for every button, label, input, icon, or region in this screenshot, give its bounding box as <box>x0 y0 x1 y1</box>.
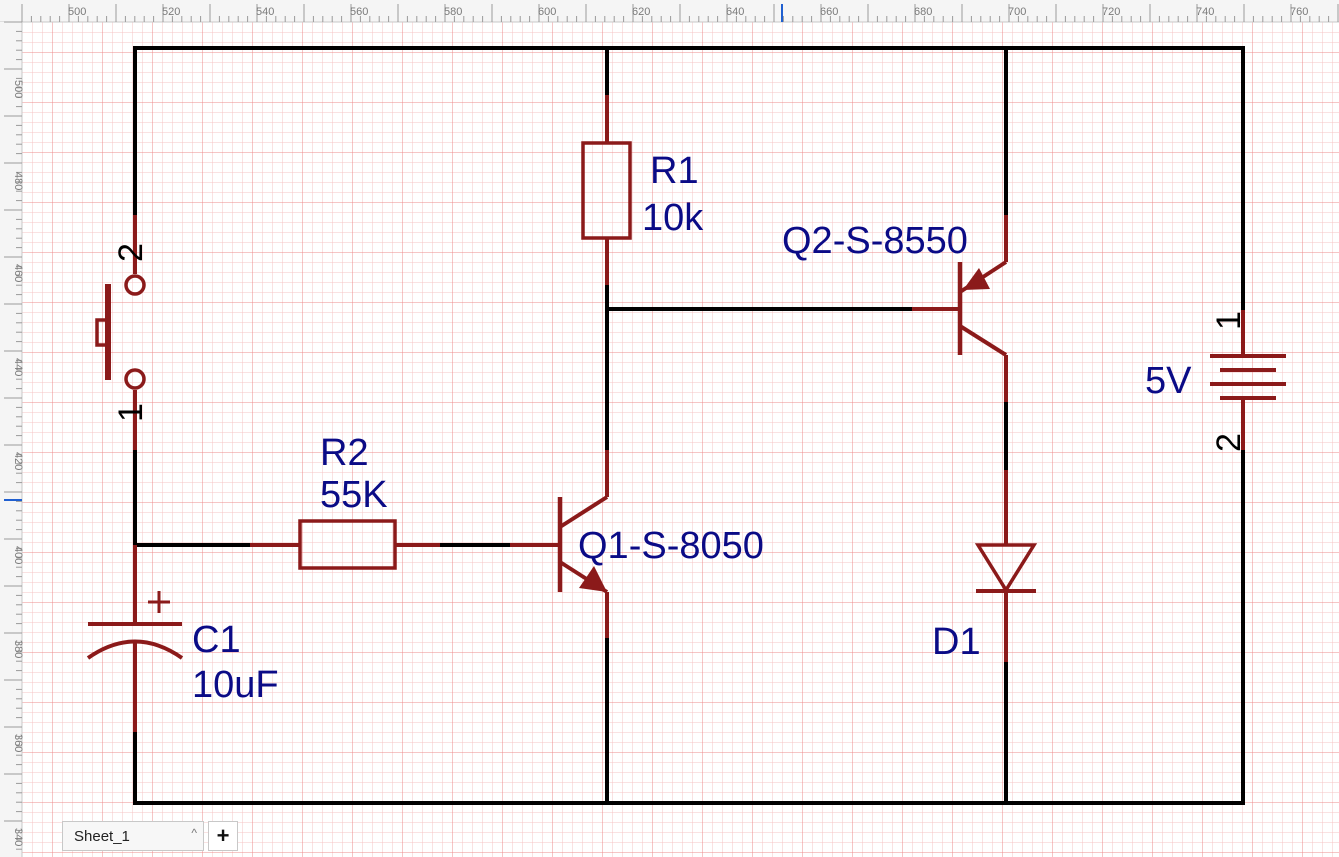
ruler-label: 520 <box>162 6 180 18</box>
ruler-label: 720 <box>1102 6 1120 18</box>
grid-major <box>22 22 1339 857</box>
ruler-label: 380 <box>12 640 24 658</box>
battery-value-label: 5V <box>1145 360 1192 402</box>
ruler-label: 600 <box>538 6 556 18</box>
sheet-tab-bar: Sheet_1 ^ + <box>62 821 238 853</box>
q2-ref-label: Q2-S-8550 <box>782 220 968 262</box>
transistor-q1[interactable] <box>510 450 609 638</box>
resistor-r2[interactable] <box>250 519 440 570</box>
chevron-up-icon[interactable]: ^ <box>191 826 197 840</box>
ruler-label: 480 <box>12 172 24 190</box>
ruler-label: 680 <box>914 6 932 18</box>
ruler-label: 740 <box>1196 6 1214 18</box>
top-ruler: 500 520 540 560 580 600 620 640 660 680 … <box>0 0 1339 23</box>
sheet-tab-active[interactable]: Sheet_1 ^ <box>62 821 204 851</box>
transistor-q2[interactable] <box>912 215 1008 402</box>
battery-pin-1-label: 1 <box>1210 311 1248 330</box>
c1-ref-label: C1 <box>192 619 241 661</box>
ruler-label: 360 <box>12 734 24 752</box>
ruler-label: 700 <box>1008 6 1026 18</box>
ruler-label: 660 <box>820 6 838 18</box>
ruler-label: 420 <box>12 452 24 470</box>
ruler-label: 460 <box>12 264 24 282</box>
ruler-label: 760 <box>1290 6 1308 18</box>
add-sheet-button[interactable]: + <box>208 821 238 851</box>
battery-5v[interactable] <box>1210 310 1286 450</box>
c1-value-label: 10uF <box>192 664 279 706</box>
ruler-label: 440 <box>12 358 24 376</box>
ruler-label: 620 <box>632 6 650 18</box>
switch-pin-2-label: 2 <box>112 243 150 262</box>
battery-pin-2-label: 2 <box>1210 433 1248 452</box>
capacitor-c1[interactable] <box>86 545 184 732</box>
d1-ref-label: D1 <box>932 621 981 663</box>
switch-pin-1-label: 1 <box>112 403 150 422</box>
ruler-label: 500 <box>68 6 86 18</box>
left-ruler: 500 480 460 440 420 400 380 360 340 <box>0 21 24 857</box>
ruler-label: 640 <box>726 6 744 18</box>
wires[interactable] <box>133 46 1245 805</box>
r2-value-label: 55K <box>320 474 388 516</box>
resistor-r1[interactable] <box>581 95 632 285</box>
ruler-label: 540 <box>256 6 274 18</box>
diode-d1[interactable] <box>974 470 1038 662</box>
ruler-label: 580 <box>444 6 462 18</box>
ruler-label: 560 <box>350 6 368 18</box>
r1-value-label: 10k <box>642 197 704 239</box>
ruler-label: 340 <box>12 828 24 846</box>
q1-ref-label: Q1-S-8050 <box>578 525 764 567</box>
r1-ref-label: R1 <box>650 150 699 192</box>
sheet-tab-label: Sheet_1 <box>74 827 130 845</box>
ruler-label: 500 <box>12 80 24 98</box>
push-button-switch[interactable] <box>95 215 146 450</box>
r2-ref-label: R2 <box>320 432 369 474</box>
ruler-label: 400 <box>12 546 24 564</box>
